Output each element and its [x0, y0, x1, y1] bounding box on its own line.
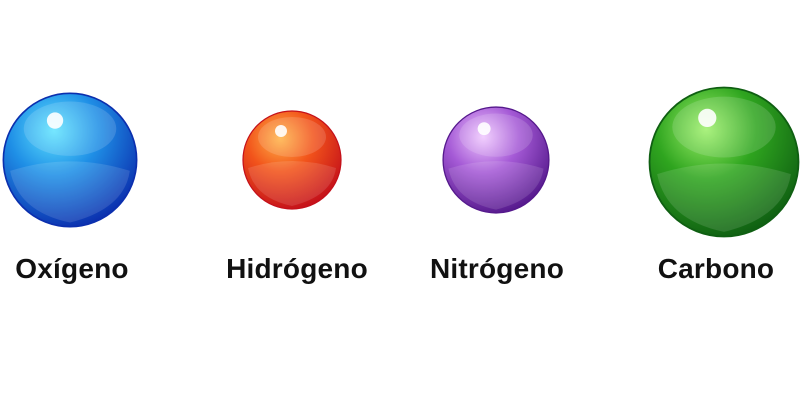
atom-label-oxygen: Oxígeno [15, 253, 129, 284]
blue-sphere-icon [2, 92, 138, 228]
green-sphere-icon [648, 86, 800, 238]
red-sphere-icon [242, 110, 342, 210]
atom-label-nitrogen: Nitrógeno [429, 253, 564, 284]
atom-label-hydrogen: Hidrógeno [226, 253, 368, 284]
atom-label-carbon: Carbono [657, 253, 775, 284]
purple-sphere-icon [442, 106, 550, 214]
